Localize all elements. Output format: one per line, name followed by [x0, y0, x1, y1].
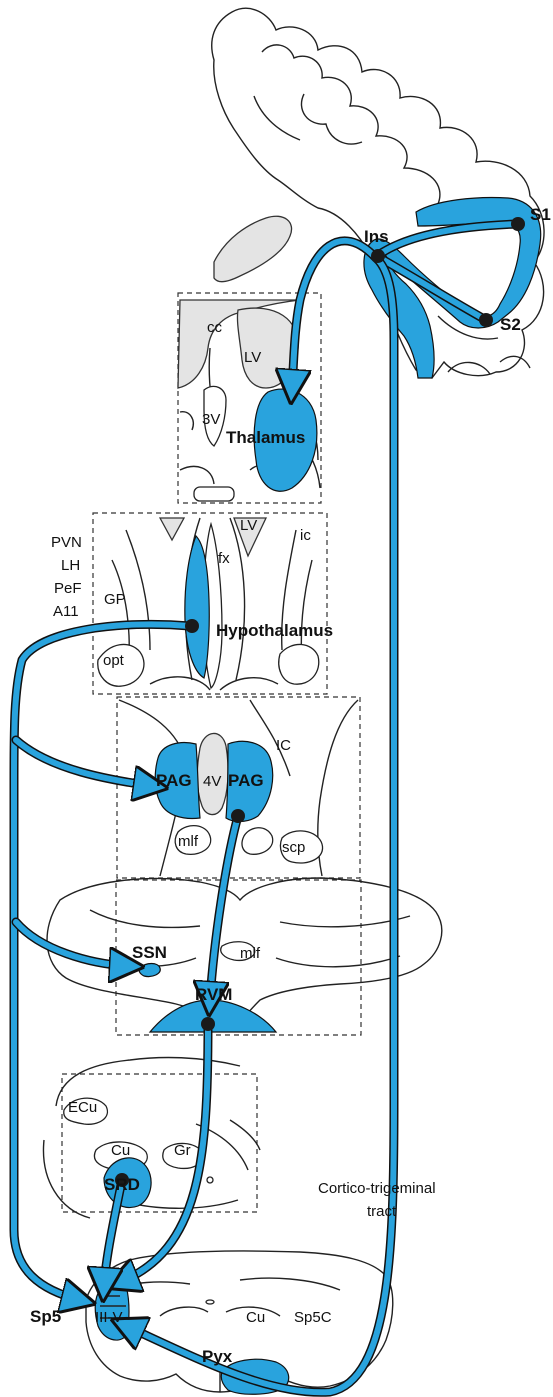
label-cu-medulla: Cu — [111, 1142, 130, 1159]
label-pyx: Pyx — [202, 1347, 233, 1366]
label-ecu: ECu — [68, 1099, 97, 1116]
label-cortico-line1: Cortico-trigeminal — [318, 1180, 436, 1197]
label-cc: cc — [207, 319, 223, 336]
label-opt: opt — [103, 652, 125, 669]
label-pag-right: PAG — [228, 771, 264, 790]
label-gr: Gr — [174, 1142, 191, 1159]
label-rvm: RVM — [195, 985, 232, 1004]
upper-gray-tract — [214, 216, 292, 281]
label-4v: 4V — [203, 773, 221, 790]
ssn-region — [139, 964, 160, 977]
label-3v: 3V — [202, 411, 220, 428]
label-mlf-mid: mlf — [178, 833, 199, 850]
label-a11: A11 — [53, 603, 79, 620]
label-ssn: SSN — [132, 943, 167, 962]
pag-dot — [231, 809, 245, 823]
label-pag-left: PAG — [156, 771, 192, 790]
label-fx: fx — [218, 550, 230, 567]
s1-dot — [511, 217, 525, 231]
ins-dot — [371, 249, 385, 263]
label-s2: S2 — [500, 315, 521, 334]
label-sp5c: Sp5C — [294, 1309, 332, 1326]
hypothalamus-dot — [185, 619, 199, 633]
label-lh: LH — [61, 557, 80, 574]
label-pef: PeF — [54, 580, 82, 597]
rvm-dot — [201, 1017, 215, 1031]
label-ic-big: IC — [276, 737, 291, 754]
label-iii-v: III-V — [95, 1309, 123, 1326]
label-cu-spinal: Cu — [246, 1309, 265, 1326]
label-cortico-line2: tract — [367, 1203, 397, 1220]
hypothalamic-nuclei-list: PVN LH PeF A11 — [51, 534, 82, 620]
label-sp5: Sp5 — [30, 1307, 61, 1326]
label-ins: Ins — [364, 227, 389, 246]
label-scp: scp — [282, 839, 305, 856]
label-ic-small: ic — [300, 527, 311, 544]
label-mlf-pons: mlf — [240, 945, 261, 962]
label-srd: SRD — [104, 1175, 140, 1194]
label-gp: GP — [104, 591, 126, 608]
label-pvn: PVN — [51, 534, 82, 551]
s2-dot — [479, 313, 493, 327]
label-thalamus: Thalamus — [226, 428, 305, 447]
label-lv-lower: LV — [240, 517, 257, 534]
label-lv-upper: LV — [244, 349, 261, 366]
label-hypothalamus: Hypothalamus — [216, 621, 333, 640]
label-s1: S1 — [530, 205, 551, 224]
medulla-section — [43, 1058, 260, 1218]
